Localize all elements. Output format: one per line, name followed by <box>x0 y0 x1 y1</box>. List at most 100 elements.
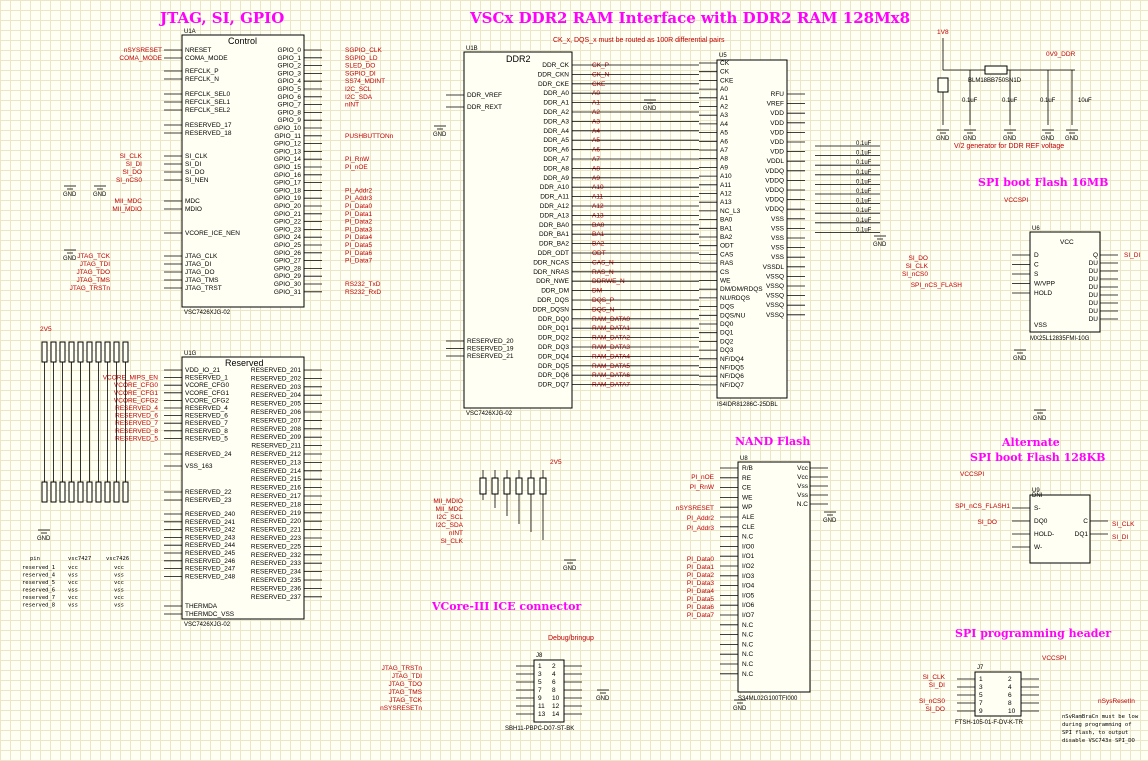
u8-pin: I/O7 <box>742 612 755 619</box>
u1g-pin: RESERVED_225 <box>251 543 301 550</box>
u5-pin: A9 <box>720 164 728 171</box>
u1a-pin: JTAG_TMS <box>185 277 219 284</box>
j8-pin: 4 <box>552 671 556 678</box>
u1a-pin: JTAG_CLK <box>185 253 218 260</box>
net-label: PI_Data3 <box>687 580 714 587</box>
net-label: PI_Data0 <box>345 203 372 210</box>
u5-pin: BA0 <box>720 217 733 224</box>
u5-pin: A1 <box>720 95 728 102</box>
u1b-pin: DDR_DQ7 <box>538 382 569 389</box>
net-label: VCORE_CFG0 <box>114 382 158 389</box>
u5-pin: VDD <box>770 110 784 117</box>
title-spi-hdr: SPI programming header <box>955 627 1111 640</box>
net-label: RS232_RxD <box>345 289 381 296</box>
u1g-pin: RESERVED_221 <box>251 527 301 534</box>
net-label: RAM_DATA5 <box>592 363 630 370</box>
u1b-pin: RESERVED_20 <box>467 338 514 345</box>
u5-pin: VDDL <box>767 158 785 165</box>
u1a-pin: SI_DI <box>185 161 201 168</box>
u1a-pin: GPIO_4 <box>278 78 302 85</box>
net-label: A12 <box>592 203 604 210</box>
gnd-label: GND <box>1013 356 1027 362</box>
u1b-pin: DDR_A8 <box>543 165 569 172</box>
u6-refdes: U6 <box>1032 226 1040 232</box>
u6-body <box>1029 231 1101 333</box>
u1g-pin: RESERVED_22 <box>185 489 232 496</box>
u1g-pin: THERMDC_VSS <box>185 611 235 618</box>
j7-pin: 8 <box>1008 700 1012 707</box>
u1g-pin: RESERVED_247 <box>185 566 235 573</box>
net-label: SI_CLK <box>923 674 946 681</box>
u1b-left-pins: DDR_VREFDDR_REXTRESERVED_20RESERVED_19RE… <box>446 92 514 360</box>
u1b-pin: DDR_DQ3 <box>538 344 569 351</box>
net-label: SGPIO_DI <box>345 70 376 77</box>
net-label: VCORE_CFG1 <box>114 390 158 397</box>
vref-0v9-label: 0V9_DDR <box>1046 51 1076 58</box>
net-label: nSYSRESET <box>124 47 162 54</box>
net-label: PI_Addr2 <box>687 515 714 522</box>
u1b-pin: DDR_A1 <box>543 100 569 107</box>
u1a-pin: REFCLK_SEL0 <box>185 91 231 98</box>
u1b-pin: DDR_A6 <box>543 147 569 154</box>
net-label: ODT <box>592 250 606 257</box>
u5-pin: A13 <box>720 199 732 206</box>
net-label: RESERVED_7 <box>115 420 158 427</box>
net-label: PI_Data7 <box>345 258 372 265</box>
net-label: PI_nOE <box>691 474 714 481</box>
u1a-pin: SI_DO <box>185 169 205 176</box>
net-label: SI_nCS0 <box>116 177 142 184</box>
j8-pin: 12 <box>552 703 560 710</box>
net-label: I2C_SDA <box>436 522 464 529</box>
u5-left-pins: CKCKCKEA0A1A2A3A4A5A6A7A8A9A10A11A12A13N… <box>699 60 763 389</box>
net-label: SI_DO <box>908 255 928 262</box>
j7-pin: 4 <box>1008 684 1012 691</box>
net-label: PI_nOE <box>345 164 368 171</box>
net-label: SLED_DO <box>345 63 375 70</box>
note-debug: Debug/bringup <box>548 635 594 642</box>
net-label: CAS_N <box>592 259 614 266</box>
table-cell: vcc <box>68 595 78 601</box>
table-header: vsc7426 <box>106 556 129 562</box>
u1b-pin: DDR_CKE <box>538 81 570 88</box>
u1b-body <box>463 51 573 409</box>
net-label: nSYSRESET <box>676 505 714 512</box>
u1g-pin: RESERVED_215 <box>251 476 301 483</box>
u1a-pin: RESERVED_17 <box>185 122 232 129</box>
net-label: MII_MDIO <box>433 498 463 505</box>
j7-pin: 1 <box>979 676 983 683</box>
u1g-body <box>181 356 305 620</box>
u1g-pin: RESERVED_236 <box>251 585 301 592</box>
u5-pin: A6 <box>720 138 728 145</box>
net-label: SS74_MDINT <box>345 78 385 85</box>
u5-pin: VSS <box>771 225 785 232</box>
u6-pin: DU <box>1089 260 1099 267</box>
u6-vcc: VCC <box>1060 239 1074 246</box>
net-label: PI_Data4 <box>345 234 372 241</box>
u1a-pin: JTAG_TRST <box>185 285 222 292</box>
u1a-pin: GPIO_18 <box>274 187 301 194</box>
u9-pin: DQ1 <box>1075 531 1089 538</box>
u5-pin: DQ1 <box>720 330 734 337</box>
u5-pin: VSSQ <box>766 293 784 300</box>
table-cell: vcc <box>68 565 78 571</box>
u1a-pin: GPIO_9 <box>278 117 302 124</box>
u1g-pin: RESERVED_235 <box>251 577 301 584</box>
net-label: A11 <box>592 194 603 201</box>
u5-pin: NF/DQ4 <box>720 356 744 363</box>
u1a-pin: REFCLK_N <box>185 76 219 83</box>
u1a-pin: GPIO_0 <box>278 47 302 54</box>
net-label: MII_MDC <box>436 506 464 513</box>
u5-pin: NF/DQ7 <box>720 382 744 389</box>
net-label: A4 <box>592 128 600 135</box>
u1a-pin: GPIO_16 <box>274 172 301 179</box>
u1b-pin: DDR_DQ0 <box>538 316 569 323</box>
net-label: A0 <box>592 90 600 97</box>
u8-part: S34ML02G100TFI000 <box>738 696 798 702</box>
net-label: SPI_nCS_FLASH <box>911 282 963 289</box>
j7-body <box>974 671 1022 717</box>
net-label: RAM_DATA0 <box>592 316 630 323</box>
net-label: RAM_DATA7 <box>592 382 630 389</box>
